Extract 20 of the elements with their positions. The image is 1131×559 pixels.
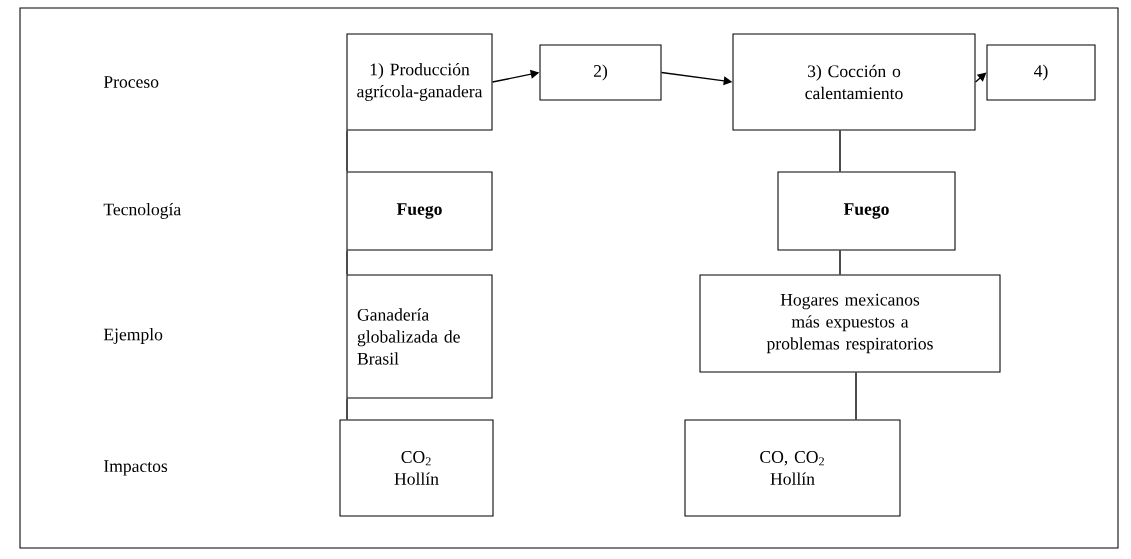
connector-line xyxy=(346,397,348,421)
row-label: Tecnología xyxy=(103,202,181,219)
row-label: Ejemplo xyxy=(103,328,163,344)
process-box: CO$_{2}$ Hollín xyxy=(339,419,494,517)
process-box: Ganadería globalizada de Brasil xyxy=(346,274,493,399)
row-label: Impactos xyxy=(104,460,168,476)
connector-line xyxy=(855,371,857,421)
connector-line xyxy=(346,249,348,276)
process-box: Hogares mexicanos más expuestos a problemas respiratorios xyxy=(699,274,1001,373)
connector-line xyxy=(346,129,348,173)
connector-line xyxy=(839,249,841,276)
row-label: Proceso xyxy=(103,76,159,88)
process-box: 4) xyxy=(986,44,1096,101)
process-box: 1) Producción agrícola-ganadera xyxy=(346,33,493,131)
process-box: Fuego xyxy=(777,171,956,251)
process-box: 3) Cocción o calentamiento xyxy=(732,33,976,131)
connector-line xyxy=(839,129,841,173)
process-box: 2) xyxy=(539,44,662,101)
process-box: Fuego xyxy=(346,171,493,251)
process-box: CO, CO$_{2}$ Hollín xyxy=(684,419,901,517)
